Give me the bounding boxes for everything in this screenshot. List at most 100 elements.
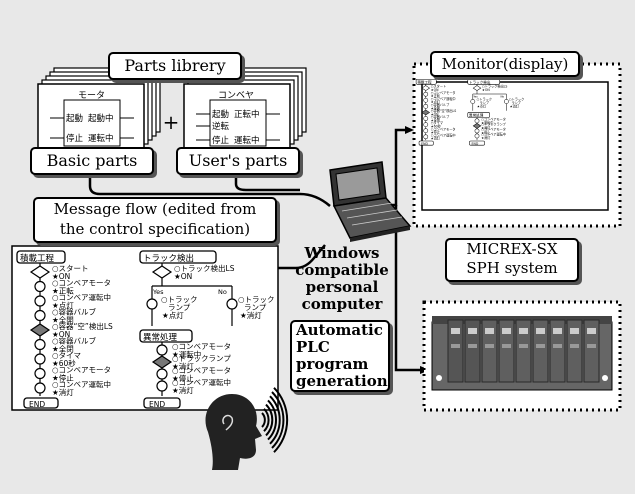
- flow-abn-cond: ○トラックランプ: [481, 121, 506, 126]
- plc-module: [549, 319, 566, 383]
- plc-module: [498, 319, 515, 383]
- flowchart-main: 積載工程○スタート★ON○コンベアモータ★正転○コンベア運転中★点灯○容器バルブ…: [16, 250, 275, 409]
- flow-end: END: [149, 400, 165, 409]
- plc-module-slot: [570, 344, 579, 348]
- flow-step-condition: ○容器バルブ: [52, 307, 97, 317]
- flow-box-title: [139, 329, 193, 343]
- flow-step-action: ★正転: [431, 94, 441, 98]
- flow-step-condition: ○コンベアモータ: [52, 366, 111, 375]
- flow-abn-act: ★停止: [172, 373, 194, 383]
- flow-step-action: ★全閉: [52, 344, 74, 354]
- users-parts-label: User's parts: [176, 147, 300, 175]
- connector-pc-to-plc: [394, 205, 424, 372]
- head-silhouette: [205, 394, 262, 470]
- flow-step-action: ★ON: [431, 88, 439, 92]
- flow-box-title: [415, 78, 437, 85]
- flow-step-action: ★ON: [431, 112, 439, 116]
- plc-mount-hole: [602, 375, 608, 381]
- flow-step-action: ★点灯: [431, 99, 441, 104]
- keyboard-row: [346, 209, 398, 219]
- plc-module-led: [485, 328, 494, 334]
- flow-step-node: [146, 298, 158, 310]
- micrex-label: MICREX-SX SPH system: [445, 238, 579, 282]
- user-part-in1: 起動: [212, 109, 229, 120]
- flow-step-condition: ○スタート: [52, 264, 89, 273]
- laptop-illustration: [329, 161, 412, 242]
- plc-module-slot: [553, 344, 562, 348]
- flow-title-1: 積載工程: [20, 253, 55, 264]
- flow-step-node: [474, 133, 480, 139]
- basic-part-in1: 起動: [66, 113, 83, 124]
- flow-truck-left: ○トラック: [161, 295, 198, 304]
- plc-module-led: [570, 328, 579, 334]
- flow-abn-act: ★運転中: [172, 349, 201, 359]
- user-part-block: [209, 99, 267, 147]
- flow-step-node: [34, 353, 46, 365]
- flow-truck-left: ランプ: [168, 303, 191, 312]
- flow-box-title: [139, 250, 217, 264]
- flow-step-node: [156, 368, 168, 380]
- sound-wave: [271, 391, 285, 449]
- flow-step-condition: ○コンベア運転中: [431, 132, 456, 137]
- flow-title-1: 積載工程: [417, 79, 432, 84]
- connector-flow-to-pc: [265, 244, 326, 270]
- plc-module: [481, 319, 498, 383]
- flow-abn-act: ★運転中: [481, 120, 493, 125]
- flow-step-node: [34, 280, 46, 293]
- flow-step-condition: ○容器バルブ: [52, 336, 97, 346]
- connector-pc-to-monitor: [385, 128, 410, 207]
- flow-step-action: ★正転: [52, 287, 74, 296]
- plc-module-led: [502, 328, 511, 334]
- flow-abn-cond: ○コンベア運転中: [481, 132, 506, 137]
- flow-decision: [29, 323, 51, 337]
- flow-step-node: [226, 298, 238, 310]
- message-flow-label: Message flow (edited from the control sp…: [33, 197, 277, 243]
- flow-step-node: [34, 382, 46, 394]
- flow-step-node: [34, 295, 46, 307]
- flow-truck-act: ★ON: [482, 88, 490, 92]
- flow-end-box: [143, 397, 181, 409]
- flow-yes: Yes: [152, 288, 164, 296]
- flow-truck-right: ランプ: [244, 303, 267, 312]
- flow-title-3: 異常処理: [469, 113, 484, 118]
- plc-module-led: [587, 328, 596, 334]
- flow-end: END: [472, 142, 479, 146]
- flow-step-node: [423, 91, 429, 97]
- flow-step-action: ★ON: [52, 330, 70, 339]
- flow-truck-right: ★消灯: [510, 103, 520, 108]
- plc-module-led: [451, 328, 460, 334]
- flow-abn-cond: ○トラックランプ: [172, 354, 231, 363]
- flow-no: No: [218, 288, 227, 296]
- flow-step-action: ★点灯: [52, 300, 74, 310]
- flow-step-action: ★全開: [52, 315, 74, 325]
- flow-abn-act: ★消灯: [172, 385, 194, 395]
- flow-step-node: [34, 309, 46, 322]
- flow-decision: [421, 109, 430, 116]
- flow-truck-cond: ○トラック検出LS: [482, 84, 507, 89]
- flow-step-node: [423, 128, 429, 134]
- sound-wave: [265, 403, 274, 437]
- flow-abn-cond: ○コンベアモータ: [172, 366, 231, 375]
- flow-step-condition: ○コンベア運転中: [52, 292, 111, 302]
- plc-module: [515, 319, 532, 383]
- flow-step-condition: ○容器バルブ: [431, 114, 450, 119]
- flow-box-title: [467, 112, 490, 118]
- plc-module: [566, 319, 583, 383]
- flow-step-action: ★ON: [52, 272, 70, 281]
- flow-step-condition: ○容器“空”検出LS: [52, 321, 113, 331]
- flow-step-node: [156, 380, 168, 392]
- flow-step-node: [474, 118, 480, 124]
- sound-wave: [267, 399, 278, 441]
- flow-step-condition: ○タイマ: [431, 120, 443, 125]
- plc-module-slot: [519, 344, 528, 348]
- flow-step-condition: ○コンベア運転中: [431, 96, 456, 101]
- plc-module-led: [553, 328, 562, 334]
- flow-step-node: [423, 103, 429, 109]
- user-part-out2: 運転中: [234, 135, 260, 146]
- flow-truck-right: ★消灯: [240, 310, 262, 320]
- head-ear: [222, 414, 234, 431]
- flow-box-title: [16, 250, 66, 264]
- flow-truck-cond: ○トラック検出LS: [174, 263, 235, 273]
